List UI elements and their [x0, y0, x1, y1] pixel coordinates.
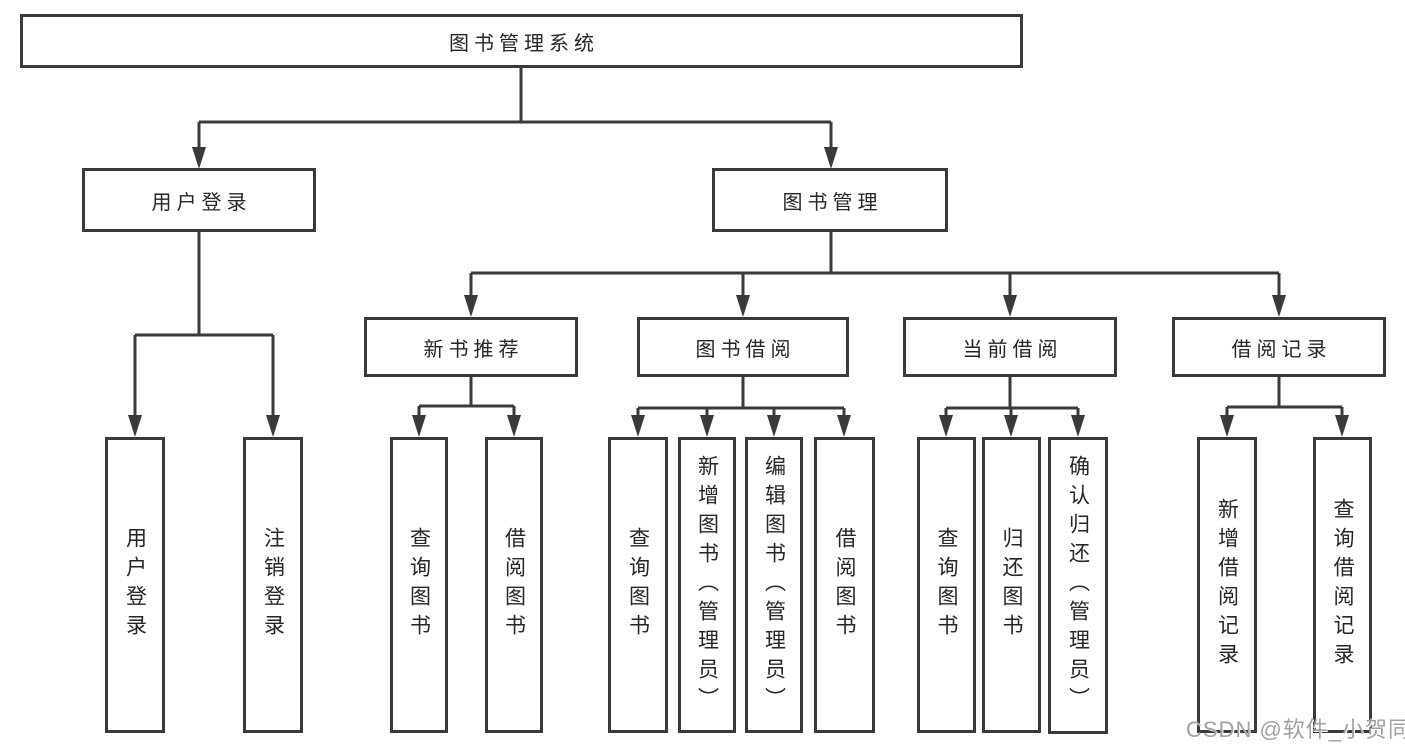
node-book-management: 图书管理: [712, 168, 948, 232]
node-library-management-system: 图书管理系统: [20, 14, 1023, 68]
node-confirm-return-admin: 确认归还（管理员）: [1048, 437, 1108, 734]
watermark: CSDN @软件_小贺同学: [1186, 717, 1405, 742]
node-new-book-recommendation: 新书推荐: [364, 317, 578, 377]
node-add-borrow-record: 新增借阅记录: [1197, 437, 1257, 733]
node-borrow-books-borrowing: 借阅图书: [814, 437, 875, 733]
node-return-books: 归还图书: [982, 437, 1041, 733]
node-query-books-borrowing: 查询图书: [608, 437, 668, 733]
node-user-login-action: 用户登录: [105, 437, 165, 733]
node-edit-books-admin: 编辑图书（管理员）: [745, 437, 803, 733]
node-query-borrow-record: 查询借阅记录: [1313, 437, 1372, 733]
node-current-borrowing: 当前借阅: [903, 317, 1117, 377]
node-borrow-books-recommend: 借阅图书: [485, 437, 543, 733]
node-user-login: 用户登录: [82, 168, 316, 232]
node-borrowing-records: 借阅记录: [1172, 317, 1386, 377]
node-add-books-admin: 新增图书（管理员）: [678, 437, 736, 733]
node-query-books-recommend: 查询图书: [390, 437, 448, 733]
node-query-books-current: 查询图书: [917, 437, 976, 733]
node-book-borrowing: 图书借阅: [637, 317, 849, 377]
node-logout-action: 注销登录: [243, 437, 303, 733]
